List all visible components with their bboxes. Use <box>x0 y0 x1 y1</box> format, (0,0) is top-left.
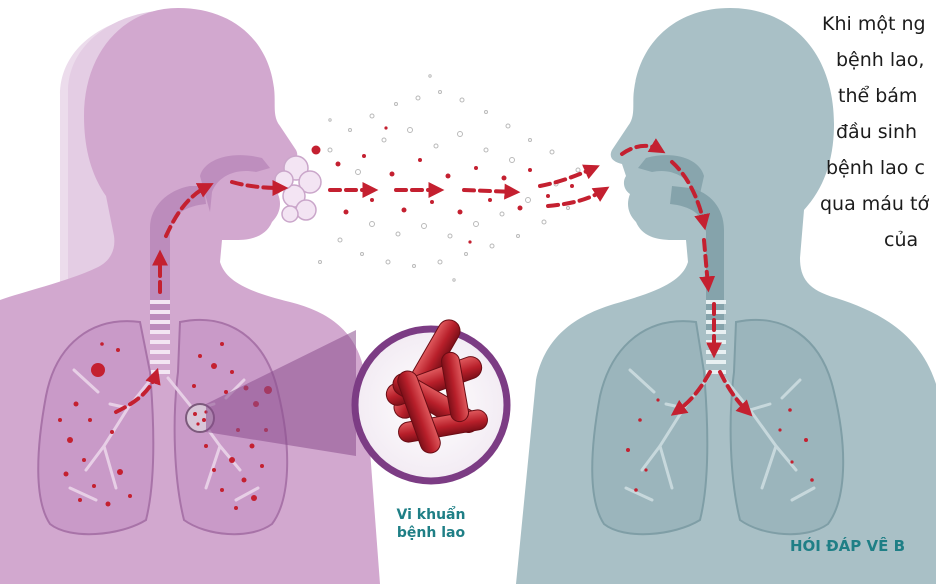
arrow-to-mouth <box>548 190 604 206</box>
intro-line-7: của <box>884 222 936 258</box>
intro-line-5: bệnh lao c <box>826 150 936 186</box>
intro-line-6: qua máu tớ <box>820 186 936 222</box>
bacteria-caption-line-2: bệnh lao <box>376 524 486 542</box>
droplet-particles-red <box>312 126 575 243</box>
bacteria-caption: Vi khuẩn bệnh lao <box>376 506 486 542</box>
intro-line-1: Khi một ng <box>822 6 936 42</box>
arrow-air-3 <box>464 190 514 192</box>
infected-person <box>0 8 380 584</box>
intro-paragraph: Khi một ng bệnh lao, thể bám đầu sinh bệ… <box>800 6 936 258</box>
arrow-to-nose <box>540 168 594 186</box>
intro-line-3: thể bám <box>838 78 936 114</box>
intro-line-2: bệnh lao, <box>836 42 936 78</box>
intro-line-4: đầu sinh <box>836 114 936 150</box>
faq-heading: HỎI ĐÁP VỀ B <box>790 537 936 555</box>
bacteria-caption-line-1: Vi khuẩn <box>376 506 486 524</box>
airborne-droplets <box>275 75 580 281</box>
